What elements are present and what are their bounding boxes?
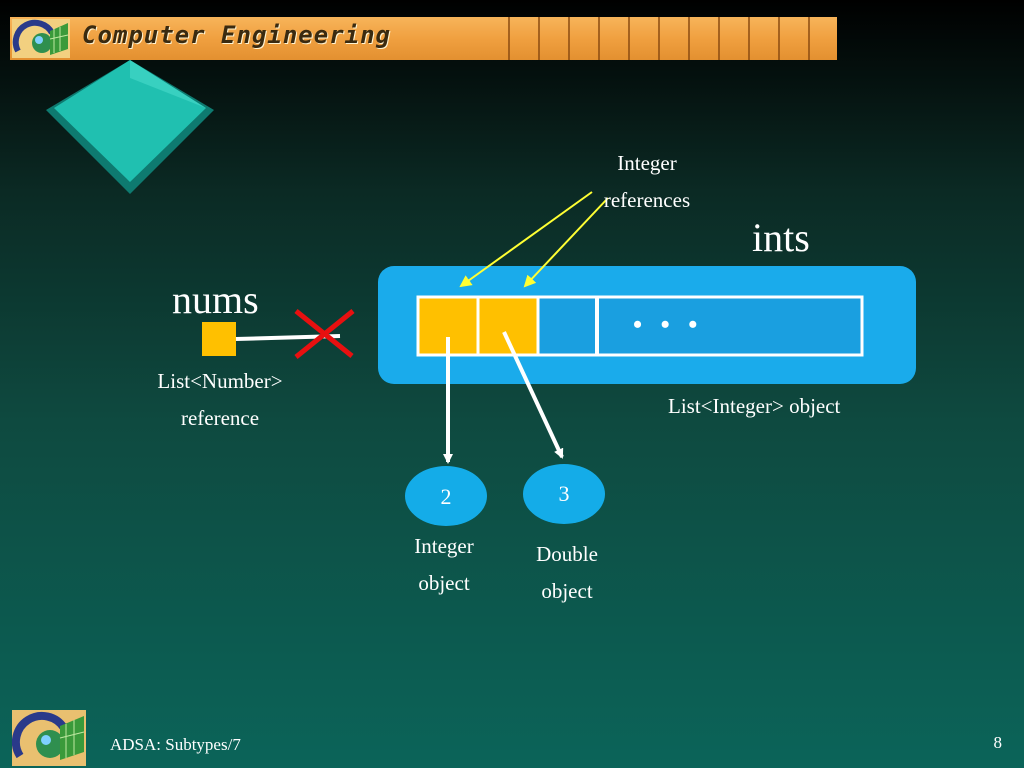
- header-title: Computer Engineering: [82, 21, 391, 49]
- list-cell-2: [476, 295, 540, 357]
- integer-object: [405, 466, 487, 526]
- list-ellipsis: • • •: [633, 310, 704, 339]
- ref-arrow-2: [523, 197, 609, 288]
- nums-label: nums: [172, 277, 259, 322]
- ref-arrow-1: [459, 191, 593, 288]
- list-object-label: List<Integer> object: [668, 394, 841, 418]
- globe-logo-icon: [12, 19, 70, 58]
- integer-references-label: Integer references: [603, 151, 691, 212]
- ints-label: ints: [752, 215, 810, 260]
- globe-logo-icon: [12, 710, 86, 766]
- nums-reference-label: List<Number> reference: [157, 369, 283, 430]
- integer-object-caption: Integer object: [414, 534, 474, 595]
- footer-text: ADSA: Subtypes/7: [110, 735, 241, 754]
- cell2-arrow: [502, 331, 564, 459]
- integer-object-value: 2: [440, 484, 452, 509]
- double-object: [523, 464, 605, 524]
- page-number: 8: [993, 733, 1003, 752]
- cross-stroke-2: [294, 309, 355, 359]
- nums-reference-box: [202, 322, 236, 356]
- decorative-diamond: [46, 60, 214, 194]
- header-decoration: [508, 17, 810, 60]
- header-banner: Computer Engineering: [10, 17, 837, 60]
- double-object-value: 3: [558, 481, 570, 506]
- double-object-caption: Double object: [536, 542, 598, 603]
